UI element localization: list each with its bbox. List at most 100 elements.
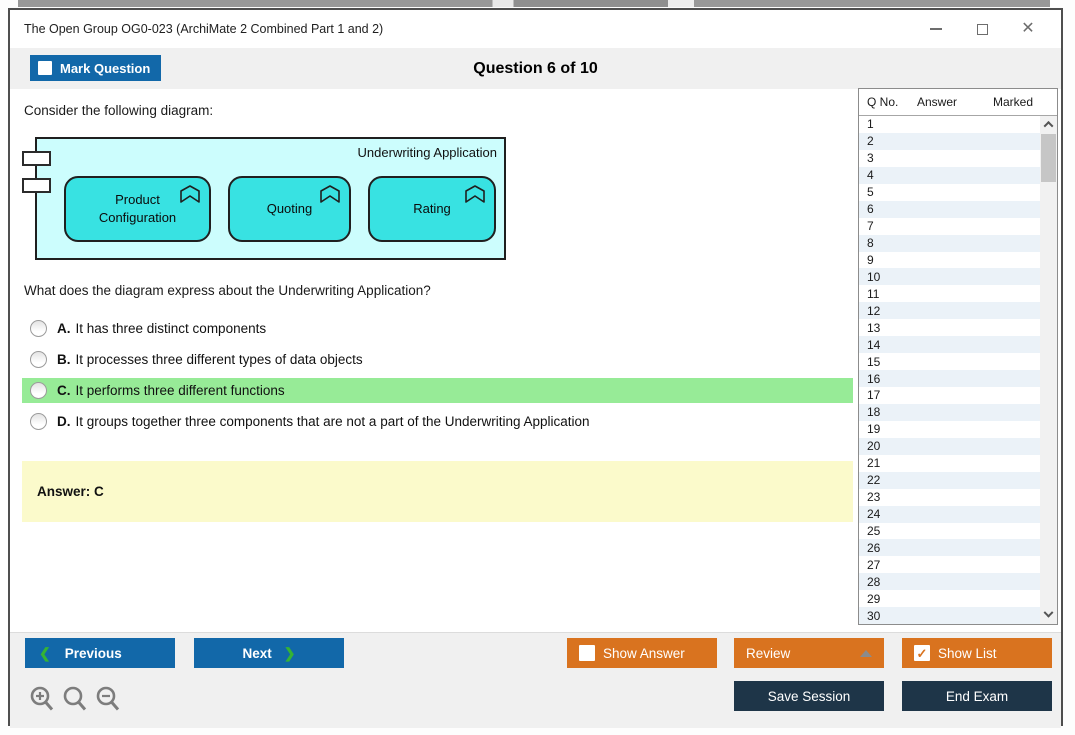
question-list-row[interactable]: 18 [859, 403, 1040, 421]
bottom-toolbar: ❮ Previous Next ❯ Show Answer Review Sho… [10, 632, 1061, 728]
column-qno: Q No. [867, 95, 899, 109]
minimize-button[interactable] [913, 10, 959, 48]
question-list-row[interactable]: 28 [859, 573, 1040, 591]
scroll-up-button[interactable] [1040, 116, 1057, 133]
question-list-row[interactable]: 19 [859, 420, 1040, 438]
question-list-row[interactable]: 14 [859, 336, 1040, 354]
question-list-row[interactable]: 4 [859, 166, 1040, 184]
next-button[interactable]: Next ❯ [194, 638, 344, 668]
previous-button[interactable]: ❮ Previous [25, 638, 175, 668]
component-icon [22, 178, 51, 193]
window-controls: ✕ [913, 10, 1051, 48]
option-b[interactable]: B. It processes three different types of… [22, 347, 853, 372]
question-number: 23 [867, 490, 881, 505]
question-list-row[interactable]: 15 [859, 353, 1040, 371]
question-list-scrollbar[interactable] [1040, 116, 1057, 624]
function-box-product-configuration: Product Configuration [64, 176, 211, 242]
maximize-button[interactable] [959, 10, 1005, 48]
mark-question-button[interactable]: Mark Question [30, 55, 161, 81]
option-text: It performs three different functions [75, 383, 285, 398]
question-number: 7 [867, 219, 874, 234]
question-number: 19 [867, 422, 881, 437]
question-list-row[interactable]: 12 [859, 302, 1040, 320]
question-number: 8 [867, 236, 874, 251]
question-list-row[interactable]: 30 [859, 607, 1040, 625]
question-list-row[interactable]: 7 [859, 217, 1040, 235]
application-function-icon [320, 185, 340, 203]
mark-question-checkbox[interactable] [38, 61, 52, 75]
option-c[interactable]: C. It performs three different functions [22, 378, 853, 403]
radio-icon[interactable] [30, 413, 47, 430]
question-list-row[interactable]: 6 [859, 200, 1040, 218]
radio-icon[interactable] [30, 382, 47, 399]
close-button[interactable]: ✕ [1005, 10, 1051, 48]
chevron-left-icon: ❮ [39, 644, 51, 661]
column-marked: Marked [993, 95, 1034, 109]
function-label: Rating [413, 201, 451, 217]
question-list-row[interactable]: 24 [859, 505, 1040, 523]
question-number: 9 [867, 252, 874, 267]
question-list-row[interactable]: 27 [859, 556, 1040, 574]
next-label: Next [242, 645, 272, 661]
question-list-row[interactable]: 5 [859, 183, 1040, 201]
previous-label: Previous [64, 645, 122, 661]
question-number: 11 [867, 286, 880, 301]
scrollbar-up-icon [1043, 120, 1054, 131]
minimize-icon [930, 28, 942, 30]
question-list-row[interactable]: 20 [859, 437, 1040, 455]
radio-icon[interactable] [30, 320, 47, 337]
question-list-row[interactable]: 13 [859, 319, 1040, 337]
question-intro: Consider the following diagram: [24, 103, 214, 118]
question-list-row[interactable]: 17 [859, 387, 1040, 404]
function-label: Quoting [266, 201, 313, 217]
function-box-quoting: Quoting [228, 176, 351, 242]
search-icon[interactable] [62, 685, 88, 713]
show-list-checkbox[interactable] [914, 645, 930, 661]
function-label: Product Configuration [98, 192, 177, 225]
question-list-row[interactable]: 8 [859, 234, 1040, 252]
header-bar: Question 6 of 10 Mark Question [10, 48, 1061, 89]
question-number: 27 [867, 557, 881, 572]
save-session-button[interactable]: Save Session [734, 681, 884, 711]
function-box-rating: Rating [368, 176, 496, 242]
review-button[interactable]: Review [734, 638, 884, 668]
question-number: 3 [867, 151, 874, 166]
question-number: 29 [867, 591, 881, 606]
question-list-row[interactable]: 21 [859, 454, 1040, 472]
option-d[interactable]: D. It groups together three components t… [22, 409, 853, 434]
question-number: 1 [867, 117, 874, 132]
show-answer-button[interactable]: Show Answer [567, 638, 717, 668]
option-a[interactable]: A. It has three distinct components [22, 316, 853, 341]
question-list-row[interactable]: 10 [859, 268, 1040, 286]
question-prompt: What does the diagram express about the … [24, 283, 431, 298]
show-list-button[interactable]: Show List [902, 638, 1052, 668]
question-list-row[interactable]: 23 [859, 488, 1040, 506]
question-list-row[interactable]: 1 [859, 116, 1040, 133]
question-number: 6 [867, 202, 874, 217]
archimate-diagram: Underwriting Application Product Configu… [22, 137, 506, 260]
question-list-row[interactable]: 22 [859, 471, 1040, 489]
question-list-row[interactable]: 9 [859, 251, 1040, 269]
question-list-row[interactable]: 2 [859, 132, 1040, 150]
question-number: 20 [867, 439, 881, 454]
end-exam-button[interactable]: End Exam [902, 681, 1052, 711]
option-letter: C. [57, 383, 71, 398]
question-list-row[interactable]: 3 [859, 149, 1040, 167]
question-list-row[interactable]: 26 [859, 539, 1040, 557]
question-number: 18 [867, 405, 881, 420]
save-session-label: Save Session [767, 688, 851, 704]
scroll-down-button[interactable] [1040, 607, 1057, 624]
show-answer-checkbox[interactable] [579, 645, 595, 661]
zoom-out-icon[interactable] [95, 685, 121, 713]
scrollbar-thumb[interactable] [1041, 134, 1056, 182]
answer-reveal-box: Answer: C [22, 461, 853, 522]
question-number: 16 [867, 371, 881, 386]
question-list-row[interactable]: 29 [859, 590, 1040, 608]
question-list-row[interactable]: 16 [859, 370, 1040, 387]
question-list-row[interactable]: 11 [859, 285, 1040, 303]
question-list-row[interactable]: 25 [859, 522, 1040, 540]
review-label: Review [746, 645, 791, 661]
radio-icon[interactable] [30, 351, 47, 368]
zoom-in-icon[interactable] [29, 685, 55, 713]
